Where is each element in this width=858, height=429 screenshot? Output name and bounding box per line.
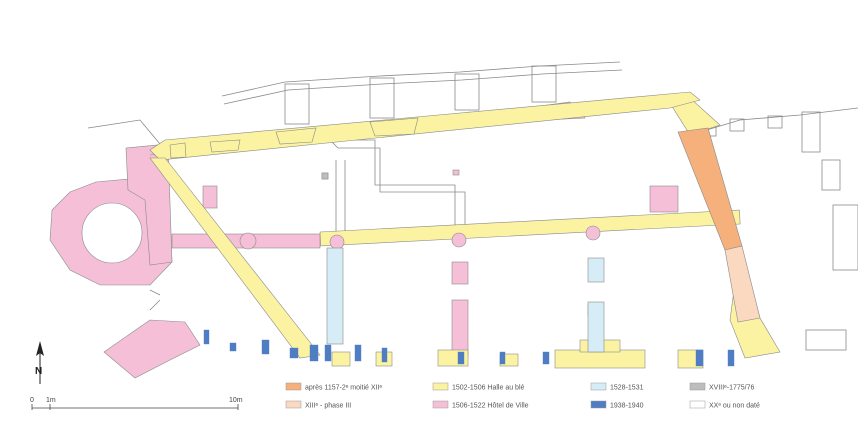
legend-swatch-4: [285, 400, 302, 409]
legend-label-2: 1528-1531: [610, 385, 644, 392]
legend-swatch-5: [432, 400, 449, 409]
legend-label-4: XIIIᵉ - phase III: [305, 403, 351, 410]
legend-label-5: 1506-1522 Hôtel de Ville: [452, 403, 529, 410]
legend-swatch-0: [285, 382, 302, 391]
legend-swatch-1: [432, 382, 449, 391]
scale-one-meter: 1m: [46, 397, 56, 404]
scale-bar: 0 1m 10m: [30, 397, 243, 410]
legend-label-0: après 1157-2ᵉ moitié XIIᵉ: [305, 385, 382, 392]
legend-label-3: XVIIIᵉ-1775/76: [709, 385, 755, 392]
north-arrow: N: [35, 341, 44, 384]
legend-label-7: XXᵉ ou non daté: [709, 403, 760, 410]
north-label: N: [35, 366, 42, 377]
legend-swatch-2: [590, 382, 607, 391]
legend-swatch-3: [689, 382, 706, 391]
hotel-de-ville-structures: [49, 97, 679, 379]
medieval-structures: [677, 127, 761, 323]
halle-au-ble-structures: [149, 91, 781, 369]
structures-1938-1940: [203, 329, 735, 367]
scale-zero: 0: [30, 397, 34, 404]
legend-swatch-7: [689, 400, 706, 409]
legend-label-1: 1502-1506 Halle au blé: [452, 385, 524, 392]
legend: après 1157-2ᵉ moitié XIIᵉ 1502-1506 Halle…: [285, 382, 760, 410]
structures-18th-century: [321, 172, 329, 180]
scale-ten-meter: 10m: [229, 397, 243, 404]
legend-swatch-6: [590, 400, 607, 409]
legend-label-6: 1938-1940: [610, 403, 644, 410]
structures-1528-1531: [326, 247, 605, 353]
